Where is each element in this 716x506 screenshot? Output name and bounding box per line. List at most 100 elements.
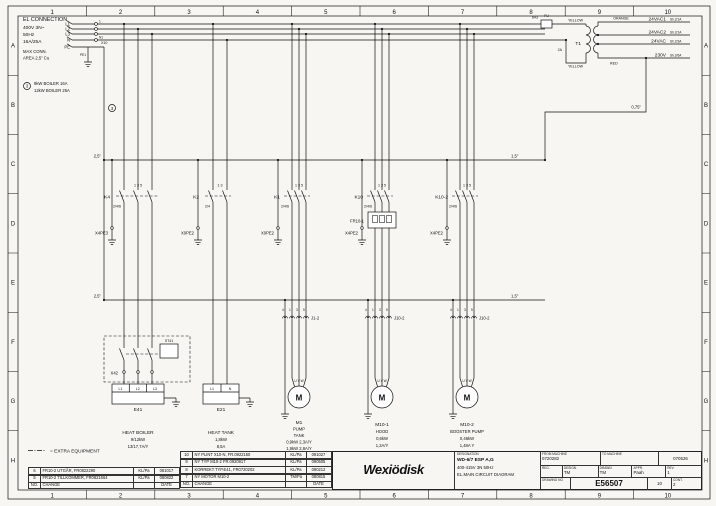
grid-label: F — [11, 340, 15, 346]
device-e41-label: E41 — [134, 407, 143, 413]
k10-pins-top: 1 3 5 — [378, 184, 386, 188]
contactor-k1: K1 — [274, 195, 280, 201]
pe-terminal-x4pe3: X4PE3 — [95, 231, 109, 236]
grid-label: 2 — [119, 10, 123, 16]
motor-m1-symbol: M — [296, 394, 303, 403]
j10-2b-pin-1: 1 — [457, 308, 459, 312]
grid-label: H — [11, 458, 15, 464]
grid-label: H — [704, 458, 708, 464]
booster-m10-2-name: M10-2 — [460, 422, 474, 428]
rail-l1-label: L1 — [65, 22, 70, 27]
note-3-marker-branch — [108, 104, 116, 112]
overload-fr10-1 — [367, 211, 397, 229]
booster-m10-2-power: 0,46kW — [460, 436, 474, 441]
grid-label: F — [704, 340, 708, 346]
supply-maxconn: MAX CONN. — [23, 49, 47, 54]
connector-j10-2-booster: J10-2 — [479, 316, 490, 321]
hood-m10-1-line1: HOOD — [376, 429, 389, 434]
grid-label: D — [11, 221, 16, 227]
motor-m10-2 — [455, 385, 479, 409]
output-24vac-ref: Sh.2/3A — [670, 40, 682, 44]
booster-branch-wires — [448, 24, 479, 419]
pump-m1-power: 0,9kW 2,3A/Y — [286, 440, 312, 445]
pump-m1-power2: 1,9kW 2,8A/Y — [286, 446, 312, 451]
grid-label: E — [704, 281, 708, 287]
grid-label: 9 — [598, 10, 602, 16]
supply-current: 16A/25A — [23, 39, 42, 45]
motor-m10-2-symbol: M — [464, 394, 471, 403]
booster-m10-2-line1: BOOSTER PUMP — [450, 429, 484, 434]
ground-icon — [363, 409, 373, 419]
pe-terminal-x4pe2-hood: X4PE2 — [345, 231, 359, 236]
grid-label: A — [11, 44, 15, 50]
grid-label: E — [11, 281, 15, 287]
heat-boiler-current: 13/17,7A/Y — [128, 444, 149, 449]
k4-pins-bottom: 2/4/6 — [113, 205, 121, 209]
distribution-buses — [103, 47, 545, 301]
grid-label: 6 — [393, 494, 397, 500]
connector-j10-2-hood: J10-2 — [394, 316, 405, 321]
schematic-labels: EL CONNECTION 400V 3N~ 50Hz 16A/25A MAX … — [23, 14, 682, 455]
grid-label: 5 — [324, 10, 328, 16]
heat-boiler-element — [111, 383, 165, 405]
grid-label: C — [11, 162, 16, 168]
j1-2-pin-4: 4 — [282, 308, 284, 312]
e21-terminal-n: N — [229, 387, 232, 391]
j1-2-pin-3: 3 — [296, 308, 298, 312]
grid-label: C — [704, 162, 709, 168]
wire-size-25-bottom: 2,5" — [94, 294, 102, 299]
drawing-frame — [7, 5, 711, 500]
grid-label: 1 — [51, 494, 55, 500]
pump-m1-name: M1 — [296, 420, 303, 426]
hood-m10-1-name: M10-1 — [375, 422, 389, 428]
output-24vac1: 24VAC1 — [648, 17, 666, 23]
heat-tank-power: 1,8kW — [215, 437, 227, 442]
pin-1-label: 1 — [99, 20, 101, 24]
rail-n-label: N — [67, 38, 70, 43]
tank-branch-wires — [202, 24, 255, 407]
booster-m10-2-current: 1,48A Y — [460, 443, 475, 448]
output-24vac2-ref: Sh.2/1A — [670, 31, 682, 35]
note-3-number: 3 — [26, 84, 29, 89]
boiler-note-2: 12kW BOILER 25A — [34, 88, 70, 93]
terminal-x42-label: X42 — [111, 371, 119, 376]
device-e21-label: E21 — [217, 407, 226, 413]
transformer-t1-label: T1 — [575, 41, 581, 47]
output-24vac2: 24VAC2 — [648, 30, 666, 36]
transformer-circuit — [540, 19, 690, 160]
contactor-k10: K10 — [354, 195, 363, 201]
wire-number-643: 643 — [532, 16, 538, 20]
output-24vac: 24VAC — [651, 39, 666, 45]
j10-2h-pin-5: 5 — [386, 308, 388, 312]
j1-2-pin-1: 1 — [289, 308, 291, 312]
hood-m10-1-current: 1,2A/Y — [376, 443, 389, 448]
primary-color-top: YELLOW — [568, 19, 584, 23]
j10-2b-pin-4: 4 — [450, 308, 452, 312]
pe-terminal-x0pe2-pump: X0PE2 — [261, 231, 275, 236]
grid-label: B — [704, 103, 708, 109]
heat-boiler-power: 9/12kW — [131, 437, 145, 442]
pe-terminal-x4pe2-booster: X4PE2 — [430, 231, 444, 236]
ground-icon — [280, 409, 290, 419]
j10-2h-pin-1: 1 — [372, 308, 374, 312]
j1-2-pin-5: 5 — [303, 308, 305, 312]
k10-2-pins-bottom: 2/4/6 — [449, 205, 457, 209]
rail-pe-label: PE — [64, 45, 70, 50]
pin-n1-label: N1 — [99, 36, 103, 40]
motor-m10-1 — [370, 385, 394, 409]
pump-m1-line2: TANK — [294, 433, 305, 438]
grid-label: A — [704, 44, 708, 50]
j10-2b-pin-3: 3 — [464, 308, 466, 312]
junction-dots — [102, 22, 648, 302]
supply-title: EL CONNECTION — [23, 17, 67, 23]
grid-label: B — [11, 103, 15, 109]
m1-terminals-uvw: U V W — [294, 379, 303, 383]
ground-icon — [171, 397, 181, 407]
k1-pins-bottom: 2/4/6 — [281, 205, 289, 209]
k2-pins-bottom: 2/4 — [205, 205, 210, 209]
grid-label: 8 — [529, 10, 533, 16]
grid-label: 1 — [51, 10, 55, 16]
rail-l2-label: L2 — [65, 27, 70, 32]
